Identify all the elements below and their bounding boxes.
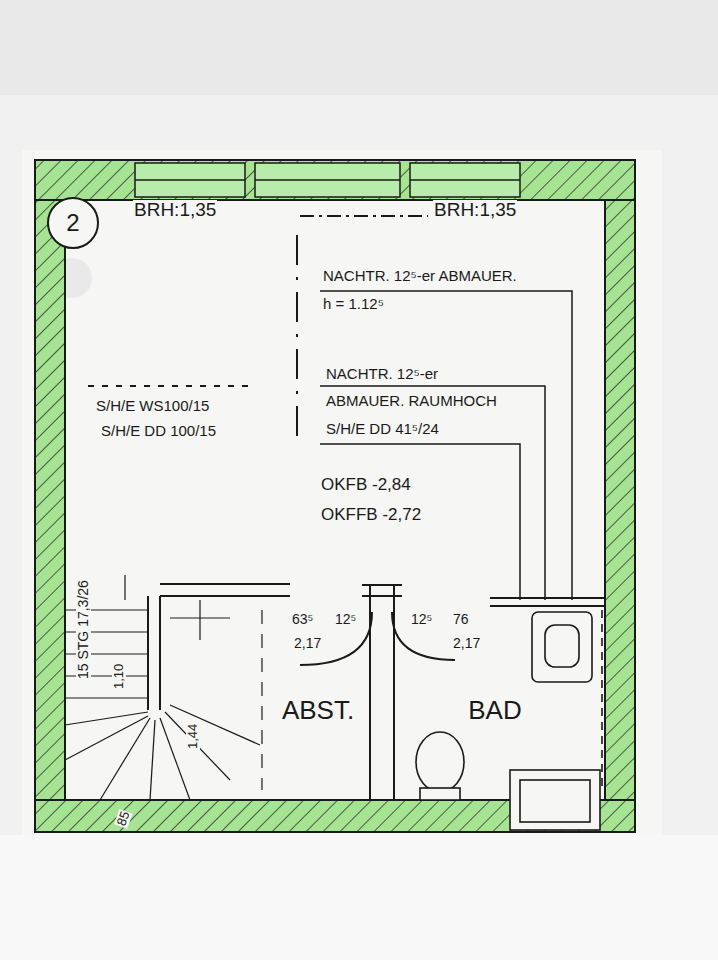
room-name: ABST. <box>282 695 354 726</box>
plan-note: BRH:1,35 <box>133 200 217 221</box>
interior-walls <box>148 584 605 800</box>
plan-note: NACHTR. 12⁵-er <box>325 366 439 383</box>
plan-note: ABMAUER. RAUMHOCH <box>325 393 498 410</box>
dimension: 2,17 <box>452 636 481 651</box>
callout-circle: 2 <box>47 197 99 249</box>
outer-walls <box>35 160 635 832</box>
paper <box>0 95 718 960</box>
plan-note: S/H/E WS100/15 <box>95 398 210 415</box>
room-area: BAD <box>440 690 550 730</box>
room-area: ABST. <box>268 690 368 730</box>
sheet-edge <box>0 835 718 960</box>
dimension: 1,10 <box>112 663 126 690</box>
plan-note: OKFB -2,84 <box>320 476 412 495</box>
dimension: 2,17 <box>293 636 322 651</box>
sheet <box>22 150 662 850</box>
fixtures <box>416 610 602 830</box>
plan-note: S/H/E DD 41⁵/24 <box>325 421 440 438</box>
plan-note: 15 STG 17,3/26 <box>76 579 91 680</box>
plan-note: h = 1.12⁵ <box>322 296 385 313</box>
windows <box>135 163 520 197</box>
dimension: 1,44 <box>186 723 200 750</box>
dimension: 12⁵ <box>334 612 357 627</box>
plan-note: S/H/E DD 100/15 <box>100 423 217 440</box>
dimension: 63⁵ <box>291 612 314 627</box>
plan-note: OKFFB -2,72 <box>320 506 422 525</box>
callout-number: 2 <box>66 209 79 237</box>
room-name: BAD <box>468 695 521 726</box>
plan-note: BRH:1,35 <box>433 200 517 221</box>
leader-lines <box>320 291 572 600</box>
stairs <box>65 575 262 800</box>
dimension: 12⁵ <box>410 612 433 627</box>
plan-note: NACHTR. 12⁵-er ABMAUER. <box>322 268 518 285</box>
dimension: 76 <box>452 612 470 627</box>
